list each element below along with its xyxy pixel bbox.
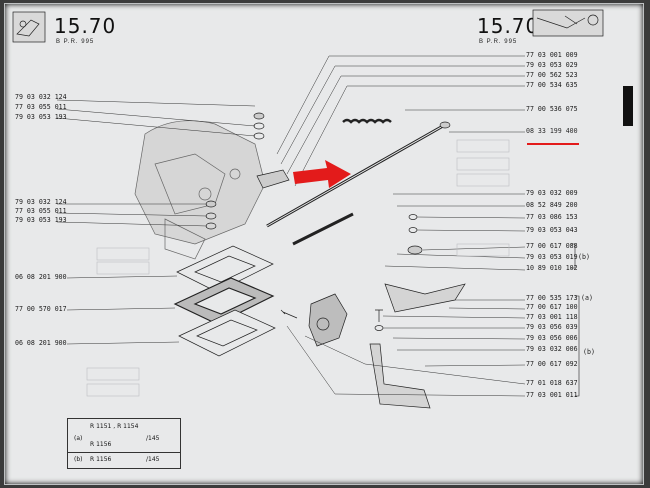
page-subtitle-right: B P.R. 995 xyxy=(479,39,518,45)
page-number-right: 15.70 xyxy=(477,14,540,38)
part-label-right: 79 03 056 039 xyxy=(526,323,578,331)
part-label-right: 79 03 053 019 xyxy=(526,253,578,261)
return-spring xyxy=(342,118,392,124)
part-label-right: 77 00 617 088 xyxy=(526,242,578,250)
part-label-left: 79 03 032 124 xyxy=(15,93,67,101)
part-label-right: 77 00 535 173 xyxy=(526,294,578,302)
model-applicability-table: R 1151 , R 1154 (a) R 1156 /145 (b) R 11… xyxy=(67,418,181,469)
exploded-parts-diagram xyxy=(12,9,604,409)
table-row: R 1156 xyxy=(90,456,112,463)
table-row-tag: (a) xyxy=(74,435,83,442)
part-label-left: 79 03 032 124 xyxy=(15,198,67,206)
table-row-tag: (b) xyxy=(74,456,83,463)
part-label-left: 06 08 201 900 xyxy=(15,273,67,281)
part-label-right: 08 52 849 200 xyxy=(526,201,578,209)
faded-reference-boxes xyxy=(86,139,510,397)
page-subtitle-left: B P.R. 995 xyxy=(56,39,95,45)
part-label-right: 79 03 053 029 xyxy=(526,61,578,69)
mounting-bracket-lower xyxy=(369,343,431,409)
gasket-top xyxy=(176,245,274,293)
linkage-arm xyxy=(256,169,290,189)
part-label-left: 06 08 201 900 xyxy=(15,339,67,347)
carburetor-thumbnail-right-icon xyxy=(532,9,604,37)
part-label-left: 77 00 570 017 xyxy=(15,305,67,313)
leader-lines-right xyxy=(276,55,526,397)
part-label-right: 77 03 086 153 xyxy=(526,213,578,221)
bolt-left xyxy=(280,309,298,319)
part-label-right: 79 03 032 006 xyxy=(526,345,578,353)
part-label-right-highlighted: 08 33 199 400 xyxy=(526,127,578,135)
washer-stack-right xyxy=(407,214,423,255)
part-label-right: 77 03 001 009 xyxy=(526,51,578,59)
page-tab-marker xyxy=(623,86,633,126)
leader-lines-left xyxy=(56,99,256,345)
throttle-control-rod xyxy=(266,121,451,228)
part-label-right: 77 03 001 011 xyxy=(526,391,578,399)
carburetor-body xyxy=(134,120,266,260)
table-row: R 1156 xyxy=(90,441,112,448)
part-label-right: 77 00 536 075 xyxy=(526,105,578,113)
part-label-right: 10 89 010 102 xyxy=(526,264,578,272)
table-row-suffix: /145 xyxy=(146,435,160,442)
part-label-right: 77 01 018 637 xyxy=(526,379,578,387)
gasket-middle xyxy=(173,277,275,325)
part-label-left: 79 03 053 193 xyxy=(15,216,67,224)
page-number-left: 15.70 xyxy=(54,14,117,38)
part-label-right: 77 00 534 635 xyxy=(526,81,578,89)
part-label-right: 77 00 562 523 xyxy=(526,71,578,79)
table-row: R 1151 , R 1154 xyxy=(90,423,139,430)
marker-b: (b) xyxy=(583,348,595,356)
carburetor-thumbnail-left-icon xyxy=(12,11,46,43)
gasket-bottom xyxy=(178,309,276,357)
bolt-right xyxy=(375,309,383,322)
fuel-pump xyxy=(308,293,348,347)
part-label-right: 77 00 617 100 xyxy=(526,303,578,311)
part-label-right: 77 00 617 092 xyxy=(526,360,578,368)
part-label-left: 77 03 055 011 xyxy=(15,207,67,215)
part-label-right: 77 03 001 118 xyxy=(526,313,578,321)
part-label-left: 77 03 055 011 xyxy=(15,103,67,111)
part-label-right: 79 03 032 009 xyxy=(526,189,578,197)
table-row-suffix: /145 xyxy=(146,456,160,463)
short-rod xyxy=(292,212,354,246)
highlight-underline xyxy=(527,143,579,145)
marker-b: (b) xyxy=(578,253,590,261)
highlight-arrow-icon xyxy=(293,160,351,188)
catalog-page: 15.70 B P.R. 995 15.70 B P.R. 995 xyxy=(4,3,644,485)
mounting-bracket-upper xyxy=(384,283,466,313)
washer-stack-upper xyxy=(253,112,265,140)
marker-a: (a) xyxy=(581,294,593,302)
part-label-right: 79 03 053 043 xyxy=(526,226,578,234)
part-label-left: 79 03 053 193 xyxy=(15,113,67,121)
part-label-right: 79 03 056 006 xyxy=(526,334,578,342)
